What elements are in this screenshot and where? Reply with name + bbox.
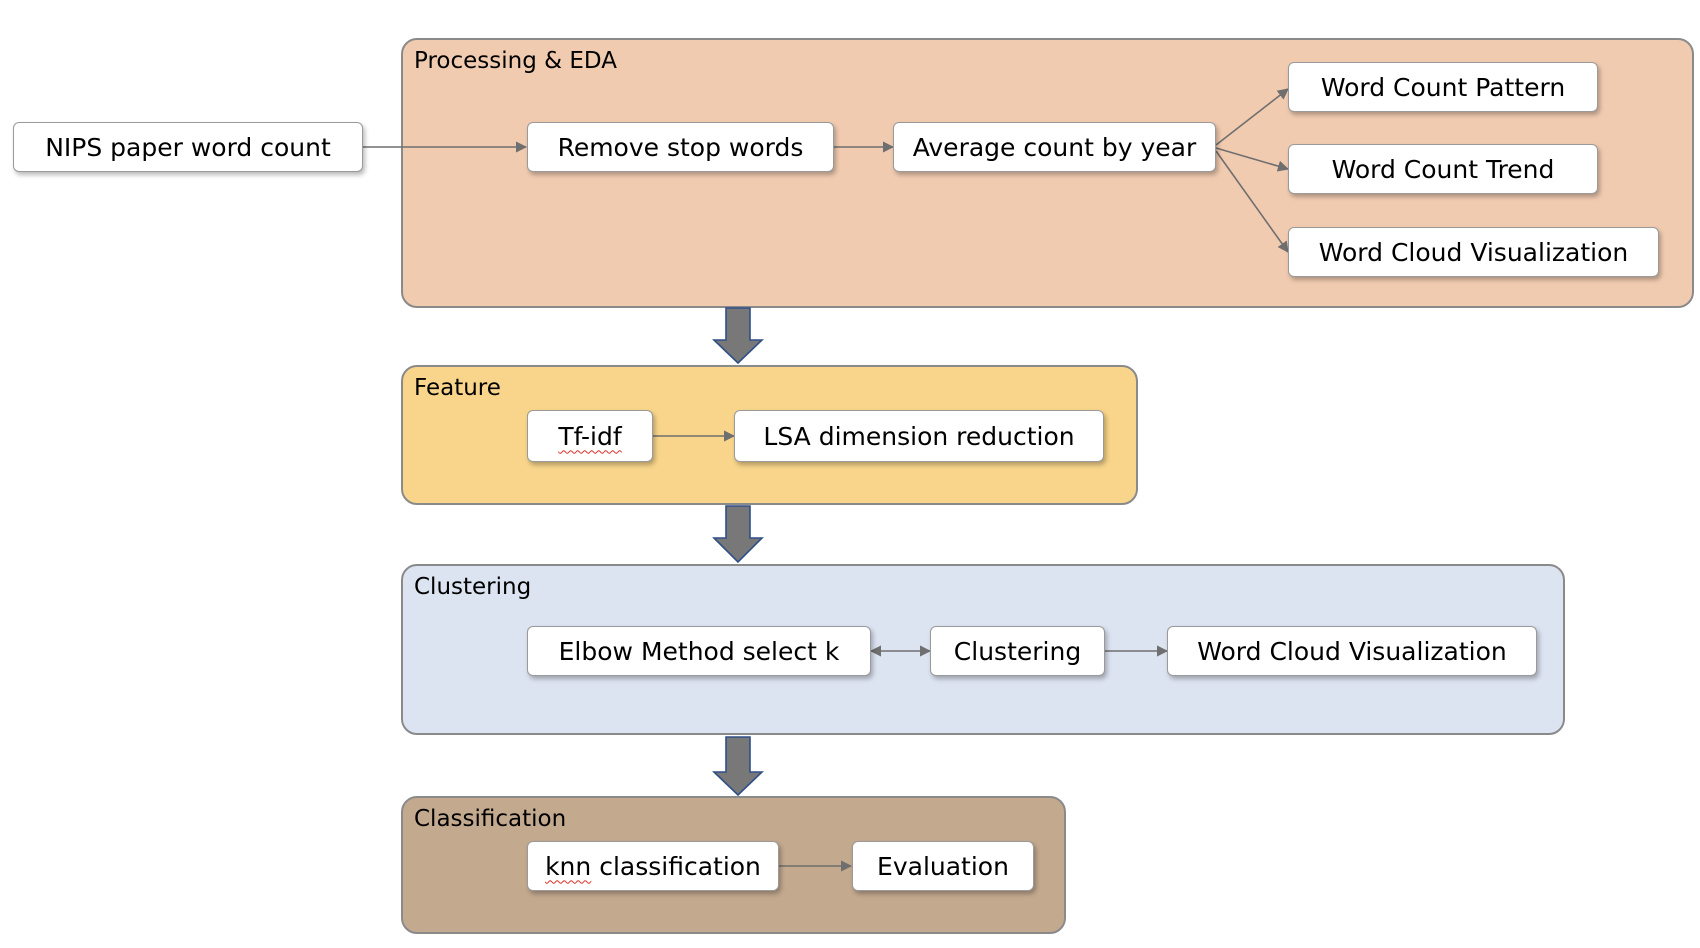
node-elbow-method: Elbow Method select k	[527, 626, 871, 676]
node-lsa-dimension-reduction: LSA dimension reduction	[734, 410, 1104, 462]
node-label: knn classification	[545, 851, 761, 881]
node-label: Elbow Method select k	[558, 636, 840, 666]
node-remove-stop-words: Remove stop words	[527, 122, 834, 172]
node-label: Remove stop words	[557, 132, 804, 162]
knn-term: knn	[545, 851, 592, 881]
node-label: LSA dimension reduction	[763, 421, 1075, 451]
node-knn-classification: knn classification	[527, 841, 779, 891]
stage-arrow-feature-to-clustering	[712, 505, 764, 564]
node-label: Evaluation	[877, 851, 1009, 881]
node-label: Tf-idf	[558, 421, 622, 451]
edge-average-count-to-word-cloud	[1215, 150, 1289, 253]
node-label: Word Cloud Visualization	[1197, 636, 1507, 666]
stage-title-feature: Feature	[414, 375, 501, 401]
node-nips-paper-word-count: NIPS paper word count	[13, 122, 363, 172]
node-label: Clustering	[953, 636, 1082, 666]
node-label: Average count by year	[912, 132, 1197, 162]
node-clustering: Clustering	[930, 626, 1105, 676]
node-label: Word Count Trend	[1331, 154, 1555, 184]
node-word-count-pattern: Word Count Pattern	[1288, 62, 1598, 112]
stage-title-classification: Classification	[414, 806, 567, 832]
node-word-cloud-visualization-clustering: Word Cloud Visualization	[1167, 626, 1537, 676]
node-label: NIPS paper word count	[45, 132, 331, 162]
node-tfidf: Tf-idf	[527, 410, 653, 462]
stage-arrow-clustering-to-classification	[712, 736, 764, 797]
node-average-count-by-year: Average count by year	[893, 122, 1216, 172]
node-label: Word Cloud Visualization	[1318, 237, 1629, 267]
node-word-count-trend: Word Count Trend	[1288, 144, 1598, 194]
stage-title-clustering: Clustering	[414, 574, 532, 600]
node-word-cloud-visualization-eda: Word Cloud Visualization	[1288, 227, 1659, 277]
stage-arrow-processing-to-feature	[712, 307, 764, 365]
edge-average-count-to-word-count-pattern	[1215, 88, 1289, 146]
node-evaluation: Evaluation	[852, 841, 1034, 891]
stage-title-processing-eda: Processing & EDA	[414, 48, 617, 74]
edge-average-count-to-word-count-trend	[1215, 147, 1290, 172]
node-label: Word Count Pattern	[1320, 72, 1566, 102]
